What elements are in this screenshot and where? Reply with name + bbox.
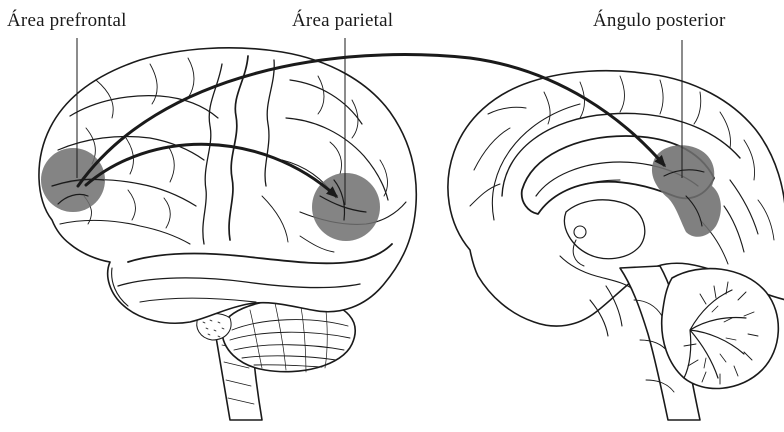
medial-brain-icon xyxy=(448,71,784,420)
parietal-area-label: Área parietal xyxy=(292,10,393,32)
medial-cerebellum xyxy=(662,269,779,389)
prefrontal-area-highlight xyxy=(41,148,105,212)
prefrontal-area-label: Área prefrontal xyxy=(7,10,127,32)
posterior-angle-label: Ángulo posterior xyxy=(593,10,726,32)
